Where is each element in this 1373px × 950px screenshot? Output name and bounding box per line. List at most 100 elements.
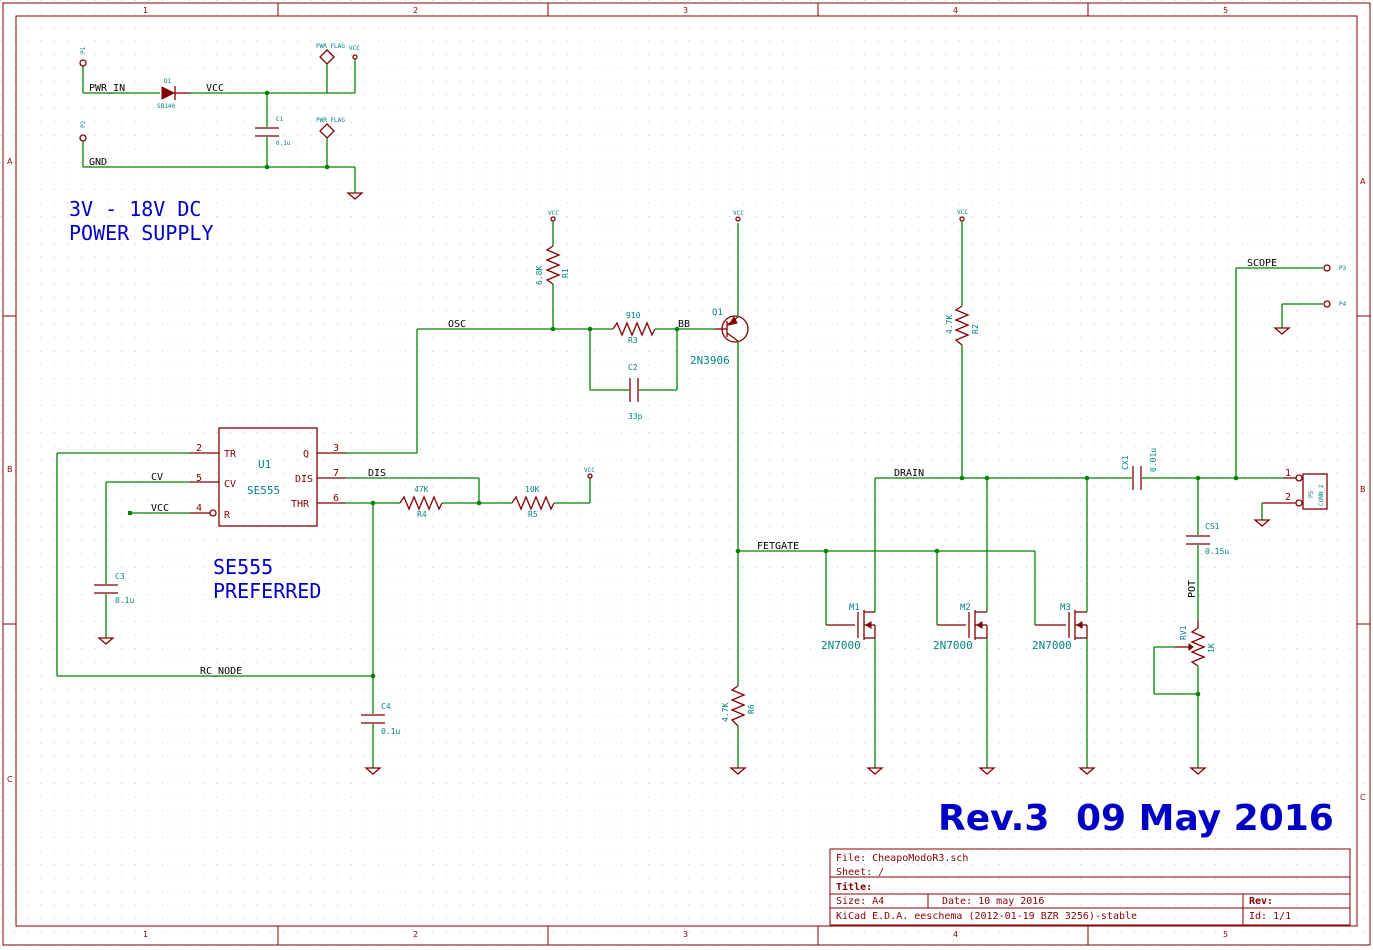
gnd-symbol-r6 <box>729 767 747 775</box>
gnd-symbol-m3 <box>1078 767 1096 775</box>
c1-value: 0.1u <box>276 140 291 147</box>
r6-resistor[interactable] <box>730 685 746 727</box>
r1-ref: R1 <box>561 268 570 278</box>
rv1-value: 1K <box>1207 643 1216 653</box>
r1-value: 6.8K <box>535 266 544 285</box>
m1-ref: M1 <box>849 603 860 613</box>
r3-value: 910 <box>626 311 641 320</box>
r2-resistor[interactable] <box>954 305 970 346</box>
mosfet-section: VCC 4.7K R2 DRAIN M1 2N7000 <box>821 209 1125 775</box>
r3-ref: R3 <box>628 336 638 345</box>
net-osc: OSC <box>448 319 466 330</box>
p5-pin-2: 2 <box>1285 492 1291 503</box>
net-pot: POT <box>1187 580 1198 598</box>
q1-value: 2N3906 <box>690 354 730 367</box>
cx1-value: 0.01u <box>1149 448 1158 472</box>
p3-terminal[interactable] <box>1323 264 1331 272</box>
power-supply-section: P1 PWR_IN D1 SB140 VCC PWR_FLAG VCC C1 0… <box>69 43 364 245</box>
cx1-ref: CX1 <box>1121 455 1130 470</box>
p4-terminal[interactable] <box>1323 300 1331 308</box>
driver-section: VCC 6.8K R1 910 R3 BB C2 33p <box>535 210 1035 775</box>
timer-section: U1 SE555 TR CV R 2 5 4 Q DIS THR 3 7 6 R… <box>56 319 595 775</box>
power-note-line2: POWER SUPPLY <box>69 221 214 245</box>
rv1-potentiometer[interactable] <box>1190 627 1206 667</box>
r6-value: 4.7K <box>721 703 730 722</box>
frame-row-c: C <box>7 775 13 784</box>
frame-col-4-bottom: 4 <box>953 930 958 939</box>
timer-note-line2: PREFERRED <box>213 579 321 603</box>
title-block-id: Id: 1/1 <box>1249 911 1291 922</box>
timer-note-line1: SE555 <box>213 555 273 579</box>
u1-ic-body[interactable] <box>218 427 318 527</box>
title-block-kicad: KiCad E.D.A. eeschema (2012-01-19 BZR 32… <box>836 911 1137 922</box>
r2-ref: R2 <box>971 324 980 334</box>
vcc-symbol-q1: VCC <box>733 210 744 217</box>
cs1-value: 0.15u <box>1205 547 1229 556</box>
u1-pin-r: R <box>224 510 231 521</box>
frame-row-c-right: C <box>1360 793 1366 802</box>
net-drain: DRAIN <box>894 468 924 479</box>
p5-pin-1: 1 <box>1285 468 1291 479</box>
gnd-symbol-p4 <box>1273 327 1291 335</box>
m2-value: 2N7000 <box>933 639 973 652</box>
c4-ref: C4 <box>381 702 391 711</box>
frame-col-3: 3 <box>683 6 688 15</box>
u1-pin-num-7: 7 <box>333 468 339 479</box>
m1-mosfet[interactable] <box>857 610 876 640</box>
d1-ref: D1 <box>164 78 172 85</box>
vcc-symbol-r2: VCC <box>957 209 968 216</box>
title-block-size: Size: A4 <box>836 896 884 907</box>
c3-value: 0.1u <box>115 596 134 605</box>
power-note-line1: 3V - 18V DC <box>69 197 201 221</box>
frame-row-a-right: A <box>1360 177 1366 186</box>
gnd-symbol-m1 <box>866 767 884 775</box>
u1-pin-num-2: 2 <box>196 443 202 454</box>
c2-value: 33p <box>628 412 643 421</box>
m2-ref: M2 <box>960 603 971 613</box>
q1-transistor[interactable] <box>715 315 749 343</box>
gnd-symbol-c4 <box>364 767 382 775</box>
u1-pin-num-4: 4 <box>196 503 202 514</box>
r1-resistor[interactable] <box>545 245 561 285</box>
m2-mosfet[interactable] <box>968 610 988 640</box>
net-fetgate: FETGATE <box>757 541 799 552</box>
frame-col-3-bottom: 3 <box>683 930 688 939</box>
u1-pin-num-6: 6 <box>333 493 339 504</box>
d1-diode[interactable] <box>161 86 190 100</box>
r5-ref: R5 <box>528 510 538 519</box>
m3-mosfet[interactable] <box>1068 610 1088 640</box>
frame-col-5: 5 <box>1223 6 1228 15</box>
rv1-ref: RV1 <box>1179 625 1188 640</box>
net-bb: BB <box>678 319 690 330</box>
r6-ref: R6 <box>747 704 756 714</box>
title-block-file: File: CheapoModoR3.sch <box>836 853 968 864</box>
frame-col-2: 2 <box>413 6 418 15</box>
r4-resistor[interactable] <box>399 495 443 511</box>
net-scope: SCOPE <box>1247 258 1277 269</box>
r5-resistor[interactable] <box>511 495 555 511</box>
c1-ref: C1 <box>276 116 284 123</box>
frame-column-labels: 1 2 3 4 5 1 2 3 4 5 A B C A B C <box>7 6 1366 939</box>
title-block: File: CheapoModoR3.sch Sheet: / Title: S… <box>829 848 1351 926</box>
p5-connector[interactable] <box>1302 473 1328 510</box>
frame-row-b-right: B <box>1360 485 1366 494</box>
frame-col-4: 4 <box>953 6 958 15</box>
net-rc-node: RC_NODE <box>200 666 242 677</box>
p5-ref: P5 <box>1308 490 1315 498</box>
u1-pin-dis: DIS <box>295 474 313 485</box>
vcc-symbol-label: VCC <box>349 45 360 52</box>
u1-pin-q: Q <box>303 449 309 460</box>
net-pwr-in: PWR_IN <box>89 83 125 94</box>
r3-resistor[interactable] <box>612 321 656 337</box>
u1-pin-num-5: 5 <box>196 473 202 484</box>
revision-label: Rev.3 <box>938 798 1049 839</box>
gnd-symbol-p5 <box>1253 519 1271 527</box>
q1-ref: Q1 <box>712 308 723 318</box>
frame-col-1: 1 <box>143 6 148 15</box>
c2-ref: C2 <box>628 363 638 372</box>
title-block-sheet: Sheet: / <box>836 867 884 878</box>
p4-ref: P4 <box>1339 301 1347 308</box>
